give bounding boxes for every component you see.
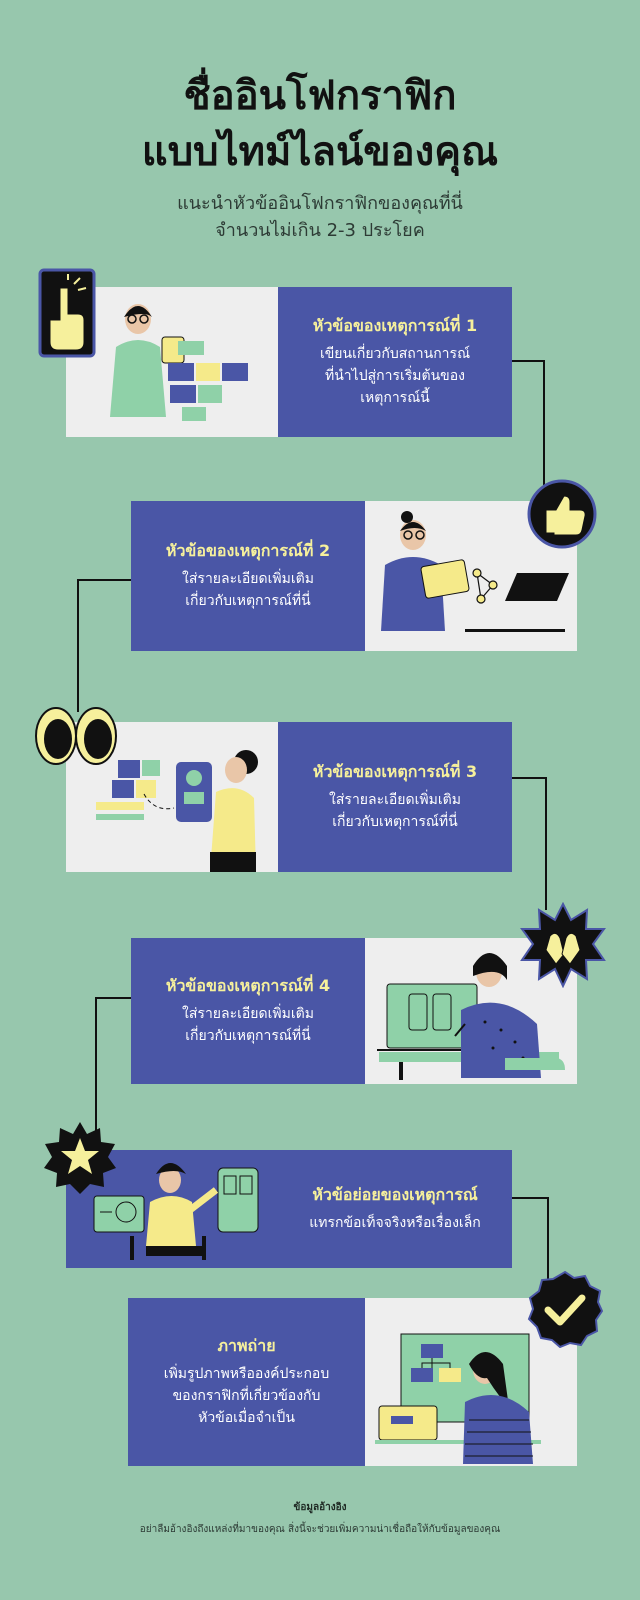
event-2-textbox: หัวข้อของเหตุการณ์ที่ 2 ใส่รายละเอียดเพิ… [131,501,365,651]
event-3-body-line-2: เกี่ยวกับเหตุการณ์ที่นี่ [332,814,458,830]
pointing-hand-icon [38,268,96,360]
event-card-2: หัวข้อของเหตุการณ์ที่ 2 ใส่รายละเอียดเพิ… [131,501,577,651]
event-6-textbox: ภาพถ่าย เพิ่มรูปภาพหรือองค์ประกอบ ของกรา… [128,1298,365,1466]
thumbs-up-icon [526,478,598,550]
event-1-body-line-1: เขียนเกี่ยวกับสถานการณ์ [319,346,471,362]
event-5-textbox: หัวข้อย่อยของเหตุการณ์ แทรกข้อเท็จจริงหร… [278,1150,512,1268]
event-4-textbox: หัวข้อของเหตุการณ์ที่ 4 ใส่รายละเอียดเพิ… [131,938,365,1084]
title-line-1: ชื่ออินโฟกราฟิก [183,73,457,119]
event-card-6: ภาพถ่าย เพิ่มรูปภาพหรือองค์ประกอบ ของกรา… [128,1298,577,1466]
event-1-body-line-2: ที่นำไปสู่การเริ่มต้นของ [325,368,465,384]
footer-title: ข้อมูลอ้างอิง [293,1502,347,1513]
clapping-hands-icon [520,902,606,988]
event-4-body-line-1: ใส่รายละเอียดเพิ่มเติม [182,1006,314,1022]
footer-text: อย่าลืมอ้างอิงถึงแหล่งที่มาของคุณ สิ่งนี… [139,1524,501,1535]
event-2-body-line-2: เกี่ยวกับเหตุการณ์ที่นี่ [185,593,311,609]
event-card-5: หัวข้อย่อยของเหตุการณ์ แทรกข้อเท็จจริงหร… [66,1150,512,1268]
event-4-heading: หัวข้อของเหตุการณ์ที่ 4 [165,976,331,995]
event-3-body: ใส่รายละเอียดเพิ่มเติม เกี่ยวกับเหตุการณ… [329,789,461,833]
event-card-1: หัวข้อของเหตุการณ์ที่ 1 เขียนเกี่ยวกับสถ… [66,287,512,437]
star-icon [42,1120,118,1196]
page-title: ชื่ออินโฟกราฟิก แบบไทม์ไลน์ของคุณ [0,68,640,180]
event-5-body: แทรกข้อเท็จจริงหรือเรื่องเล็ก [309,1212,481,1234]
event-1-heading: หัวข้อของเหตุการณ์ที่ 1 [312,316,478,335]
event-5-body-line-1: แทรกข้อเท็จจริงหรือเรื่องเล็ก [309,1215,481,1231]
check-icon [526,1270,604,1348]
event-3-textbox: หัวข้อของเหตุการณ์ที่ 3 ใส่รายละเอียดเพิ… [278,722,512,872]
event-3-body-line-1: ใส่รายละเอียดเพิ่มเติม [329,792,461,808]
title-line-2: แบบไทม์ไลน์ของคุณ [141,129,499,175]
event-3-heading: หัวข้อของเหตุการณ์ที่ 3 [312,762,478,781]
event-6-body: เพิ่มรูปภาพหรือองค์ประกอบ ของกราฟิกที่เก… [164,1363,329,1429]
event-6-body-line-3: หัวข้อเมื่อจำเป็น [198,1410,295,1426]
event-1-body: เขียนเกี่ยวกับสถานการณ์ ที่นำไปสู่การเริ… [320,343,470,409]
event-2-heading: หัวข้อของเหตุการณ์ที่ 2 [165,541,331,560]
subtitle-line-1: แนะนำหัวข้ออินโฟกราฟิกของคุณที่นี่ [177,193,463,214]
event-1-illustration [66,287,278,437]
event-6-heading: ภาพถ่าย [217,1336,276,1355]
event-4-body: ใส่รายละเอียดเพิ่มเติม เกี่ยวกับเหตุการณ… [182,1003,314,1047]
event-1-textbox: หัวข้อของเหตุการณ์ที่ 1 เขียนเกี่ยวกับสถ… [278,287,512,437]
page-subtitle: แนะนำหัวข้ออินโฟกราฟิกของคุณที่นี่ จำนวน… [0,190,640,244]
event-6-body-line-2: ของกราฟิกที่เกี่ยวข้องกับ [172,1388,321,1404]
subtitle-line-2: จำนวนไม่เกิน 2-3 ประโยค [215,220,425,241]
event-6-body-line-1: เพิ่มรูปภาพหรือองค์ประกอบ [163,1366,330,1382]
event-5-heading: หัวข้อย่อยของเหตุการณ์ [312,1185,478,1204]
event-2-body: ใส่รายละเอียดเพิ่มเติม เกี่ยวกับเหตุการณ… [182,568,314,612]
event-card-4: หัวข้อของเหตุการณ์ที่ 4 ใส่รายละเอียดเพิ… [131,938,577,1084]
event-5-illustration [66,1150,278,1268]
event-4-body-line-2: เกี่ยวกับเหตุการณ์ที่นี่ [185,1028,311,1044]
event-card-3: หัวข้อของเหตุการณ์ที่ 3 ใส่รายละเอียดเพิ… [66,722,512,872]
eyes-icon [34,705,120,767]
event-1-body-line-3: เหตุการณ์นี้ [360,390,430,406]
event-2-body-line-1: ใส่รายละเอียดเพิ่มเติม [182,571,314,587]
